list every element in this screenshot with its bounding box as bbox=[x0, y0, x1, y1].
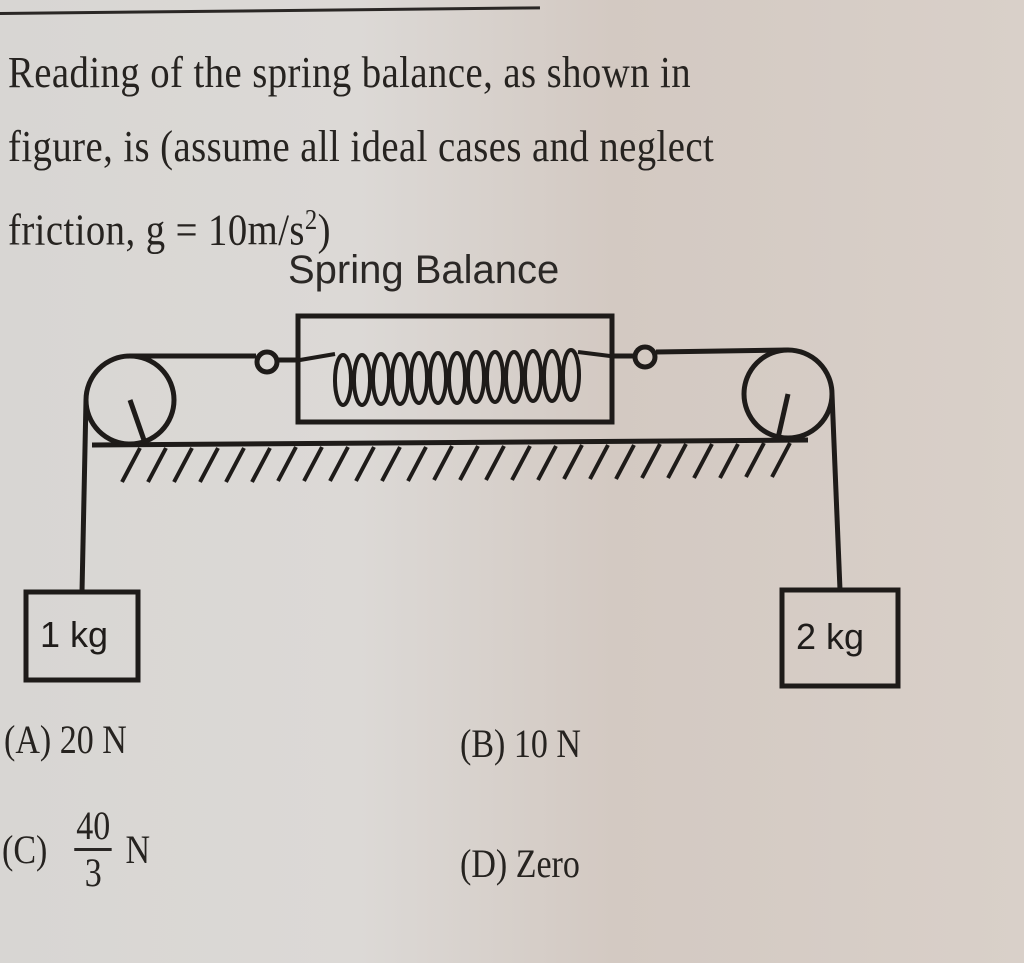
question-line-3-text: friction, g = 10m/s bbox=[8, 205, 305, 255]
left-mass-box bbox=[23, 589, 141, 683]
left-hook-ring bbox=[254, 349, 280, 375]
close-paren: ) bbox=[317, 205, 332, 255]
pulley-diagram bbox=[23, 313, 901, 689]
option-c-fraction: 40 3 bbox=[74, 804, 112, 895]
right-mass-box bbox=[779, 587, 901, 689]
exponent: 2 bbox=[304, 205, 318, 236]
question-line-3: friction, g = 10m/s2) bbox=[8, 184, 818, 268]
answer-options: (A) 20 N (B) 10 N (C) 40 3 N (D) Zero bbox=[0, 700, 1024, 963]
fraction-denominator: 3 bbox=[84, 850, 102, 895]
top-rule-divider bbox=[0, 6, 540, 15]
question-text: Reading of the spring balance, as shown … bbox=[8, 36, 818, 268]
option-b-text: 10 N bbox=[513, 721, 581, 766]
spring-balance-box bbox=[295, 313, 615, 425]
option-d[interactable]: (D) Zero bbox=[460, 840, 580, 887]
table-hatching bbox=[120, 442, 792, 483]
question-line-1: Reading of the spring balance, as shown … bbox=[8, 48, 692, 97]
option-a[interactable]: (A) 20 N bbox=[4, 716, 127, 763]
fraction-numerator: 40 bbox=[74, 804, 112, 851]
option-c-letter: (C) bbox=[2, 827, 48, 872]
option-a-letter: (A) bbox=[4, 717, 52, 762]
left-mass-label: 1 kg bbox=[40, 614, 109, 655]
spring-coils bbox=[299, 348, 611, 407]
option-d-text: Zero bbox=[515, 841, 580, 886]
option-b-letter: (B) bbox=[460, 721, 506, 766]
right-hook-ring bbox=[632, 344, 658, 370]
table-surface bbox=[91, 437, 809, 448]
option-c[interactable]: (C) 40 3 N bbox=[2, 804, 150, 895]
option-a-text: 20 N bbox=[59, 717, 127, 762]
option-b[interactable]: (B) 10 N bbox=[460, 720, 581, 767]
question-line-2: figure, is (assume all ideal cases and n… bbox=[8, 122, 715, 171]
option-c-unit: N bbox=[125, 827, 151, 872]
right-mass-label: 2 kg bbox=[796, 616, 865, 657]
spring-balance-label: Spring Balance bbox=[288, 248, 560, 292]
option-d-letter: (D) bbox=[460, 841, 508, 886]
